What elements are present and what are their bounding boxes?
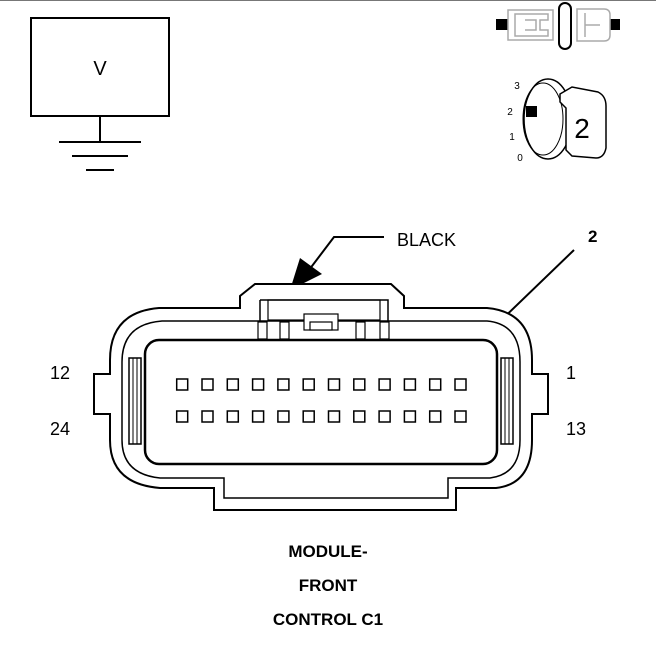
top-border [0,0,656,1]
pin-cavity-22 [226,410,240,423]
pin-cavity-14 [428,410,442,423]
pin-cavity-1 [454,378,467,391]
connector-pins [175,378,467,423]
selected-position-label: 2 [574,113,590,144]
pin-cavity-12 [175,378,189,391]
pin-cavity-24 [175,410,189,423]
caption-line-3: CONTROL C1 [272,610,384,629]
connector-body [93,283,549,511]
caption-line-2: FRONT [298,576,358,595]
position-label-2: 2 [507,107,513,118]
pin-label-24: 24 [50,419,70,439]
pin-label-12: 12 [50,363,70,383]
pin-cavity-5 [353,378,366,391]
pin-cavity-17 [353,410,366,423]
ignition-switch-icon: 2 3 2 1 0 [507,78,607,164]
disconnected-connector-icon [496,2,620,50]
pin-cavity-11 [201,378,214,391]
pin-cavity-21 [251,410,265,423]
pin-callout-label: 2 [588,227,597,246]
position-label-0: 0 [517,153,523,164]
pin-cavity-8 [277,378,290,391]
pin-cavity-10 [226,378,240,391]
pin-cavity-15 [403,410,417,423]
pin-label-1: 1 [566,363,576,383]
pin-cavity-23 [201,410,214,423]
pin-cavity-19 [302,410,315,423]
position-label-1: 1 [509,132,515,143]
voltmeter-symbol: V [93,58,107,80]
pin-cavity-6 [327,378,341,391]
pin-cavity-16 [378,410,391,423]
pin-cavity-7 [302,378,315,391]
voltmeter-icon: V [30,17,170,171]
pin-label-13: 13 [566,419,586,439]
connector-color-label: BLACK [397,230,456,250]
pin-cavity-20 [277,410,290,423]
pin-cavity-18 [327,410,341,423]
position-label-3: 3 [514,81,520,92]
pin-cavity-9 [251,378,265,391]
pin-cavity-2 [428,378,442,391]
caption-line-1: MODULE- [288,542,368,561]
pin-cavity-4 [378,378,391,391]
pin-cavity-13 [454,410,467,423]
pin-cavity-3 [403,378,417,391]
color-leader-arrow [290,236,384,290]
